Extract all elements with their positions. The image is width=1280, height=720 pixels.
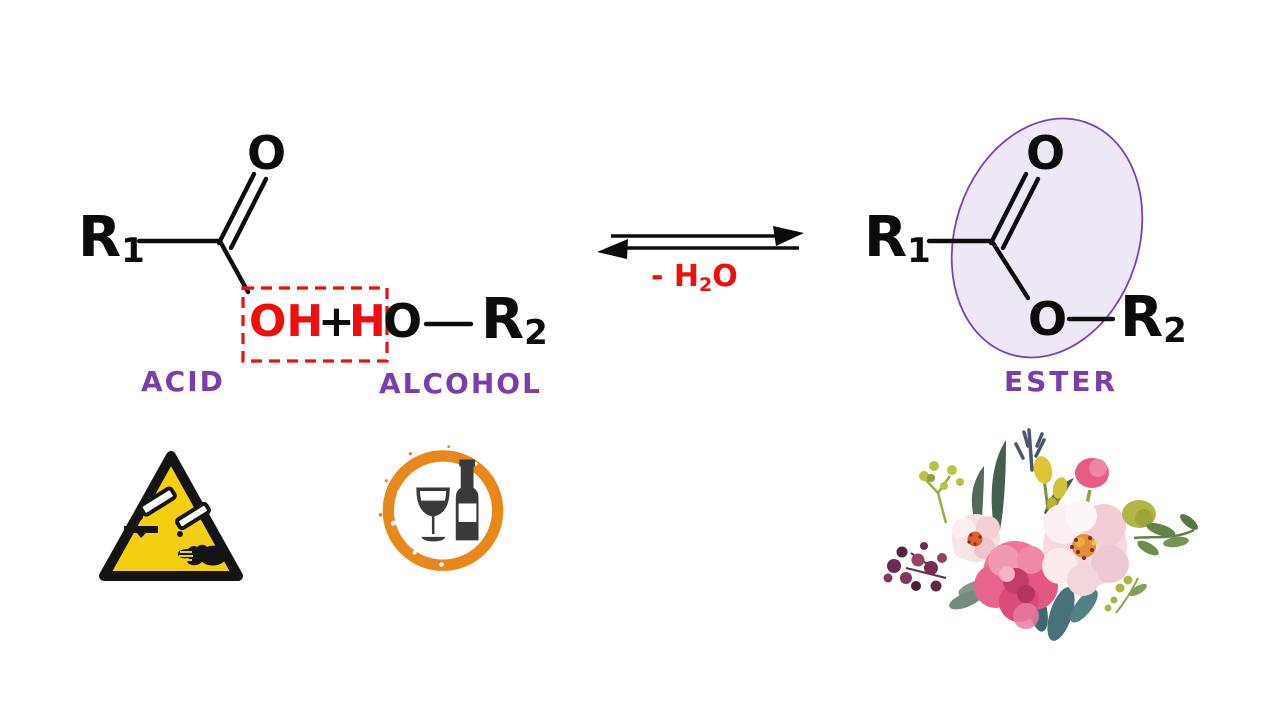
alcohol-oxygen: O <box>383 294 423 348</box>
ester-oxygen: O <box>1028 292 1068 346</box>
wine-icon <box>378 445 504 571</box>
ester-bonds <box>926 171 1116 322</box>
flower-bouquet-image <box>883 428 1198 641</box>
acid-bonds <box>136 171 269 295</box>
ester-r1-subscript: 1 <box>907 231 931 272</box>
ester-r2-subscript: 2 <box>1163 311 1187 352</box>
acid-label: ACID <box>141 365 225 398</box>
single-bond <box>218 240 251 295</box>
corrosive-hazard-icon <box>99 451 243 581</box>
ester-label: ESTER <box>1004 365 1119 398</box>
acid-hydroxyl-group: OH <box>249 296 324 347</box>
equilibrium-arrows-icon <box>597 226 804 259</box>
ester-carbonyl-oxygen: O <box>1026 126 1066 180</box>
plus-sign: + <box>318 296 355 347</box>
alcohol-r2-group: R2 <box>481 287 548 354</box>
alcohol-label: ALCOHOL <box>379 367 542 400</box>
alcohol-r2-subscript: 2 <box>524 313 548 354</box>
bottle-label <box>458 503 477 522</box>
single-bond <box>990 240 1031 301</box>
double-bond-line <box>1000 176 1041 251</box>
water-byproduct-label: - H2O <box>651 259 738 296</box>
acid-carbonyl-oxygen: O <box>247 126 287 180</box>
double-bond-line <box>228 176 269 251</box>
double-bond-line <box>216 171 257 246</box>
ester-r1-group: R1 <box>864 205 931 272</box>
ester-r2-group: R2 <box>1120 285 1187 352</box>
acid-r1-subscript: 1 <box>121 231 145 272</box>
alcohol-hydrogen: H <box>349 296 386 347</box>
double-bond-line <box>988 171 1029 246</box>
acid-r1-group: R1 <box>78 205 145 272</box>
